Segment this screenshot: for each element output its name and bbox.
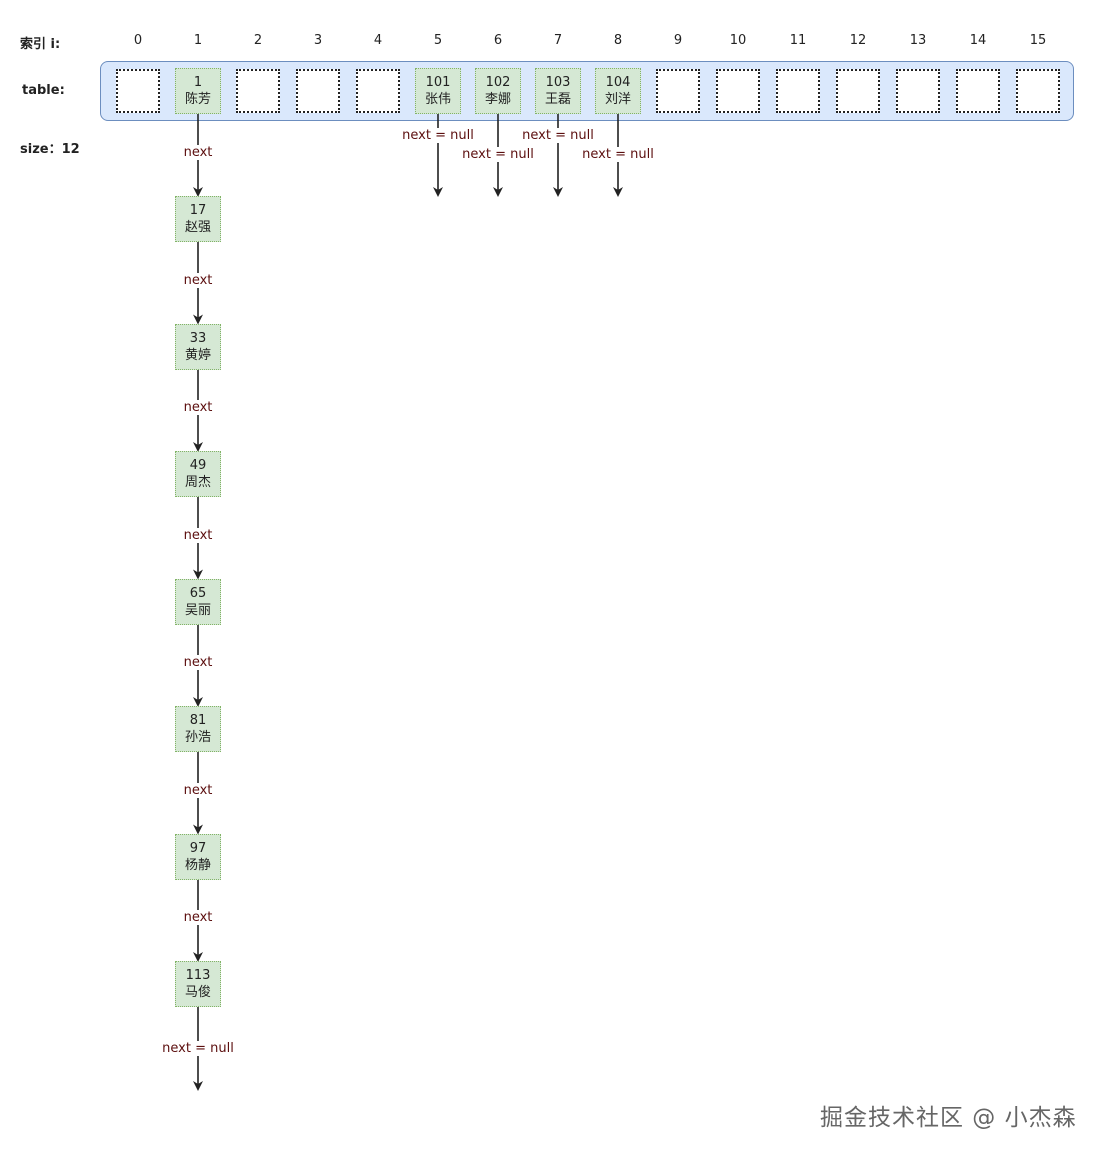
index-11: 11 <box>789 33 807 48</box>
node-name: 周杰 <box>184 475 211 490</box>
node-key: 33 <box>189 330 207 346</box>
empty-slot-14 <box>956 69 1000 113</box>
index-5: 5 <box>433 33 443 48</box>
chain-node-17: 17 赵强 <box>175 196 221 242</box>
index-15: 15 <box>1029 33 1047 48</box>
index-2: 2 <box>253 33 263 48</box>
node-name: 赵强 <box>184 220 211 235</box>
index-4: 4 <box>373 33 383 48</box>
node-name: 黄婷 <box>184 347 211 363</box>
null-label-103: next = null <box>521 128 595 143</box>
bucket-node-102: 102 李娜 <box>475 68 521 114</box>
next-label-49: next <box>182 400 214 416</box>
size-label: size：12 <box>20 142 80 157</box>
node-key: 104 <box>605 75 631 90</box>
index-9: 9 <box>673 33 683 48</box>
node-key: 97 <box>189 840 207 856</box>
next-label-33: next <box>182 272 214 288</box>
empty-slot-3 <box>296 69 340 113</box>
index-1: 1 <box>193 33 203 48</box>
node-key: 65 <box>189 585 207 601</box>
index-12: 12 <box>849 33 867 48</box>
bucket-node-103: 103 王磊 <box>535 68 581 114</box>
null-label-102: next = null <box>461 147 535 162</box>
node-key: 113 <box>185 968 211 983</box>
empty-slot-4 <box>356 69 400 113</box>
node-key: 103 <box>545 75 571 90</box>
next-label-81: next <box>182 655 214 671</box>
node-key: 1 <box>193 75 203 90</box>
bucket-node-1: 1 陈芳 <box>175 68 221 114</box>
index-14: 14 <box>969 33 987 48</box>
chain-node-81: 81 孙浩 <box>175 706 221 752</box>
node-key: 102 <box>485 75 511 90</box>
node-name: 马俊 <box>184 985 211 1000</box>
null-label-104: next = null <box>581 147 655 162</box>
empty-slot-10 <box>716 69 760 113</box>
bucket-node-104: 104 刘洋 <box>595 68 641 114</box>
index-10: 10 <box>729 33 747 48</box>
index-13: 13 <box>909 33 927 48</box>
node-name: 张伟 <box>424 92 451 107</box>
next-label-17: next <box>182 145 214 160</box>
next-label-113: next <box>182 910 214 926</box>
tail-null-label: next = null <box>161 1041 235 1056</box>
null-label-101: next = null <box>401 128 475 143</box>
node-name: 李娜 <box>484 92 511 107</box>
node-name: 孙浩 <box>184 730 211 745</box>
chain-node-113: 113 马俊 <box>175 961 221 1007</box>
index-8: 8 <box>613 33 623 48</box>
node-key: 49 <box>189 458 207 473</box>
index-6: 6 <box>493 33 503 48</box>
next-label-65: next <box>182 527 214 543</box>
node-name: 陈芳 <box>184 92 211 107</box>
empty-slot-15 <box>1016 69 1060 113</box>
chain-node-49: 49 周杰 <box>175 451 221 497</box>
watermark: 掘金技术社区 @ 小杰森 <box>820 1105 1077 1131</box>
node-key: 101 <box>425 75 451 90</box>
node-key: 81 <box>189 713 207 728</box>
empty-slot-12 <box>836 69 880 113</box>
empty-slot-0 <box>116 69 160 113</box>
table-label: table: <box>22 83 65 98</box>
next-label-97: next <box>182 782 214 798</box>
node-name: 吴丽 <box>184 602 211 618</box>
empty-slot-9 <box>656 69 700 113</box>
empty-slot-13 <box>896 69 940 113</box>
node-key: 17 <box>189 203 207 218</box>
bucket-node-101: 101 张伟 <box>415 68 461 114</box>
index-3: 3 <box>313 33 323 48</box>
node-name: 刘洋 <box>604 92 631 107</box>
empty-slot-11 <box>776 69 820 113</box>
index-0: 0 <box>133 33 143 48</box>
index-7: 7 <box>553 33 563 48</box>
index-label: 索引 i: <box>20 37 61 52</box>
node-name: 杨静 <box>184 857 211 873</box>
node-name: 王磊 <box>544 92 571 107</box>
empty-slot-2 <box>236 69 280 113</box>
